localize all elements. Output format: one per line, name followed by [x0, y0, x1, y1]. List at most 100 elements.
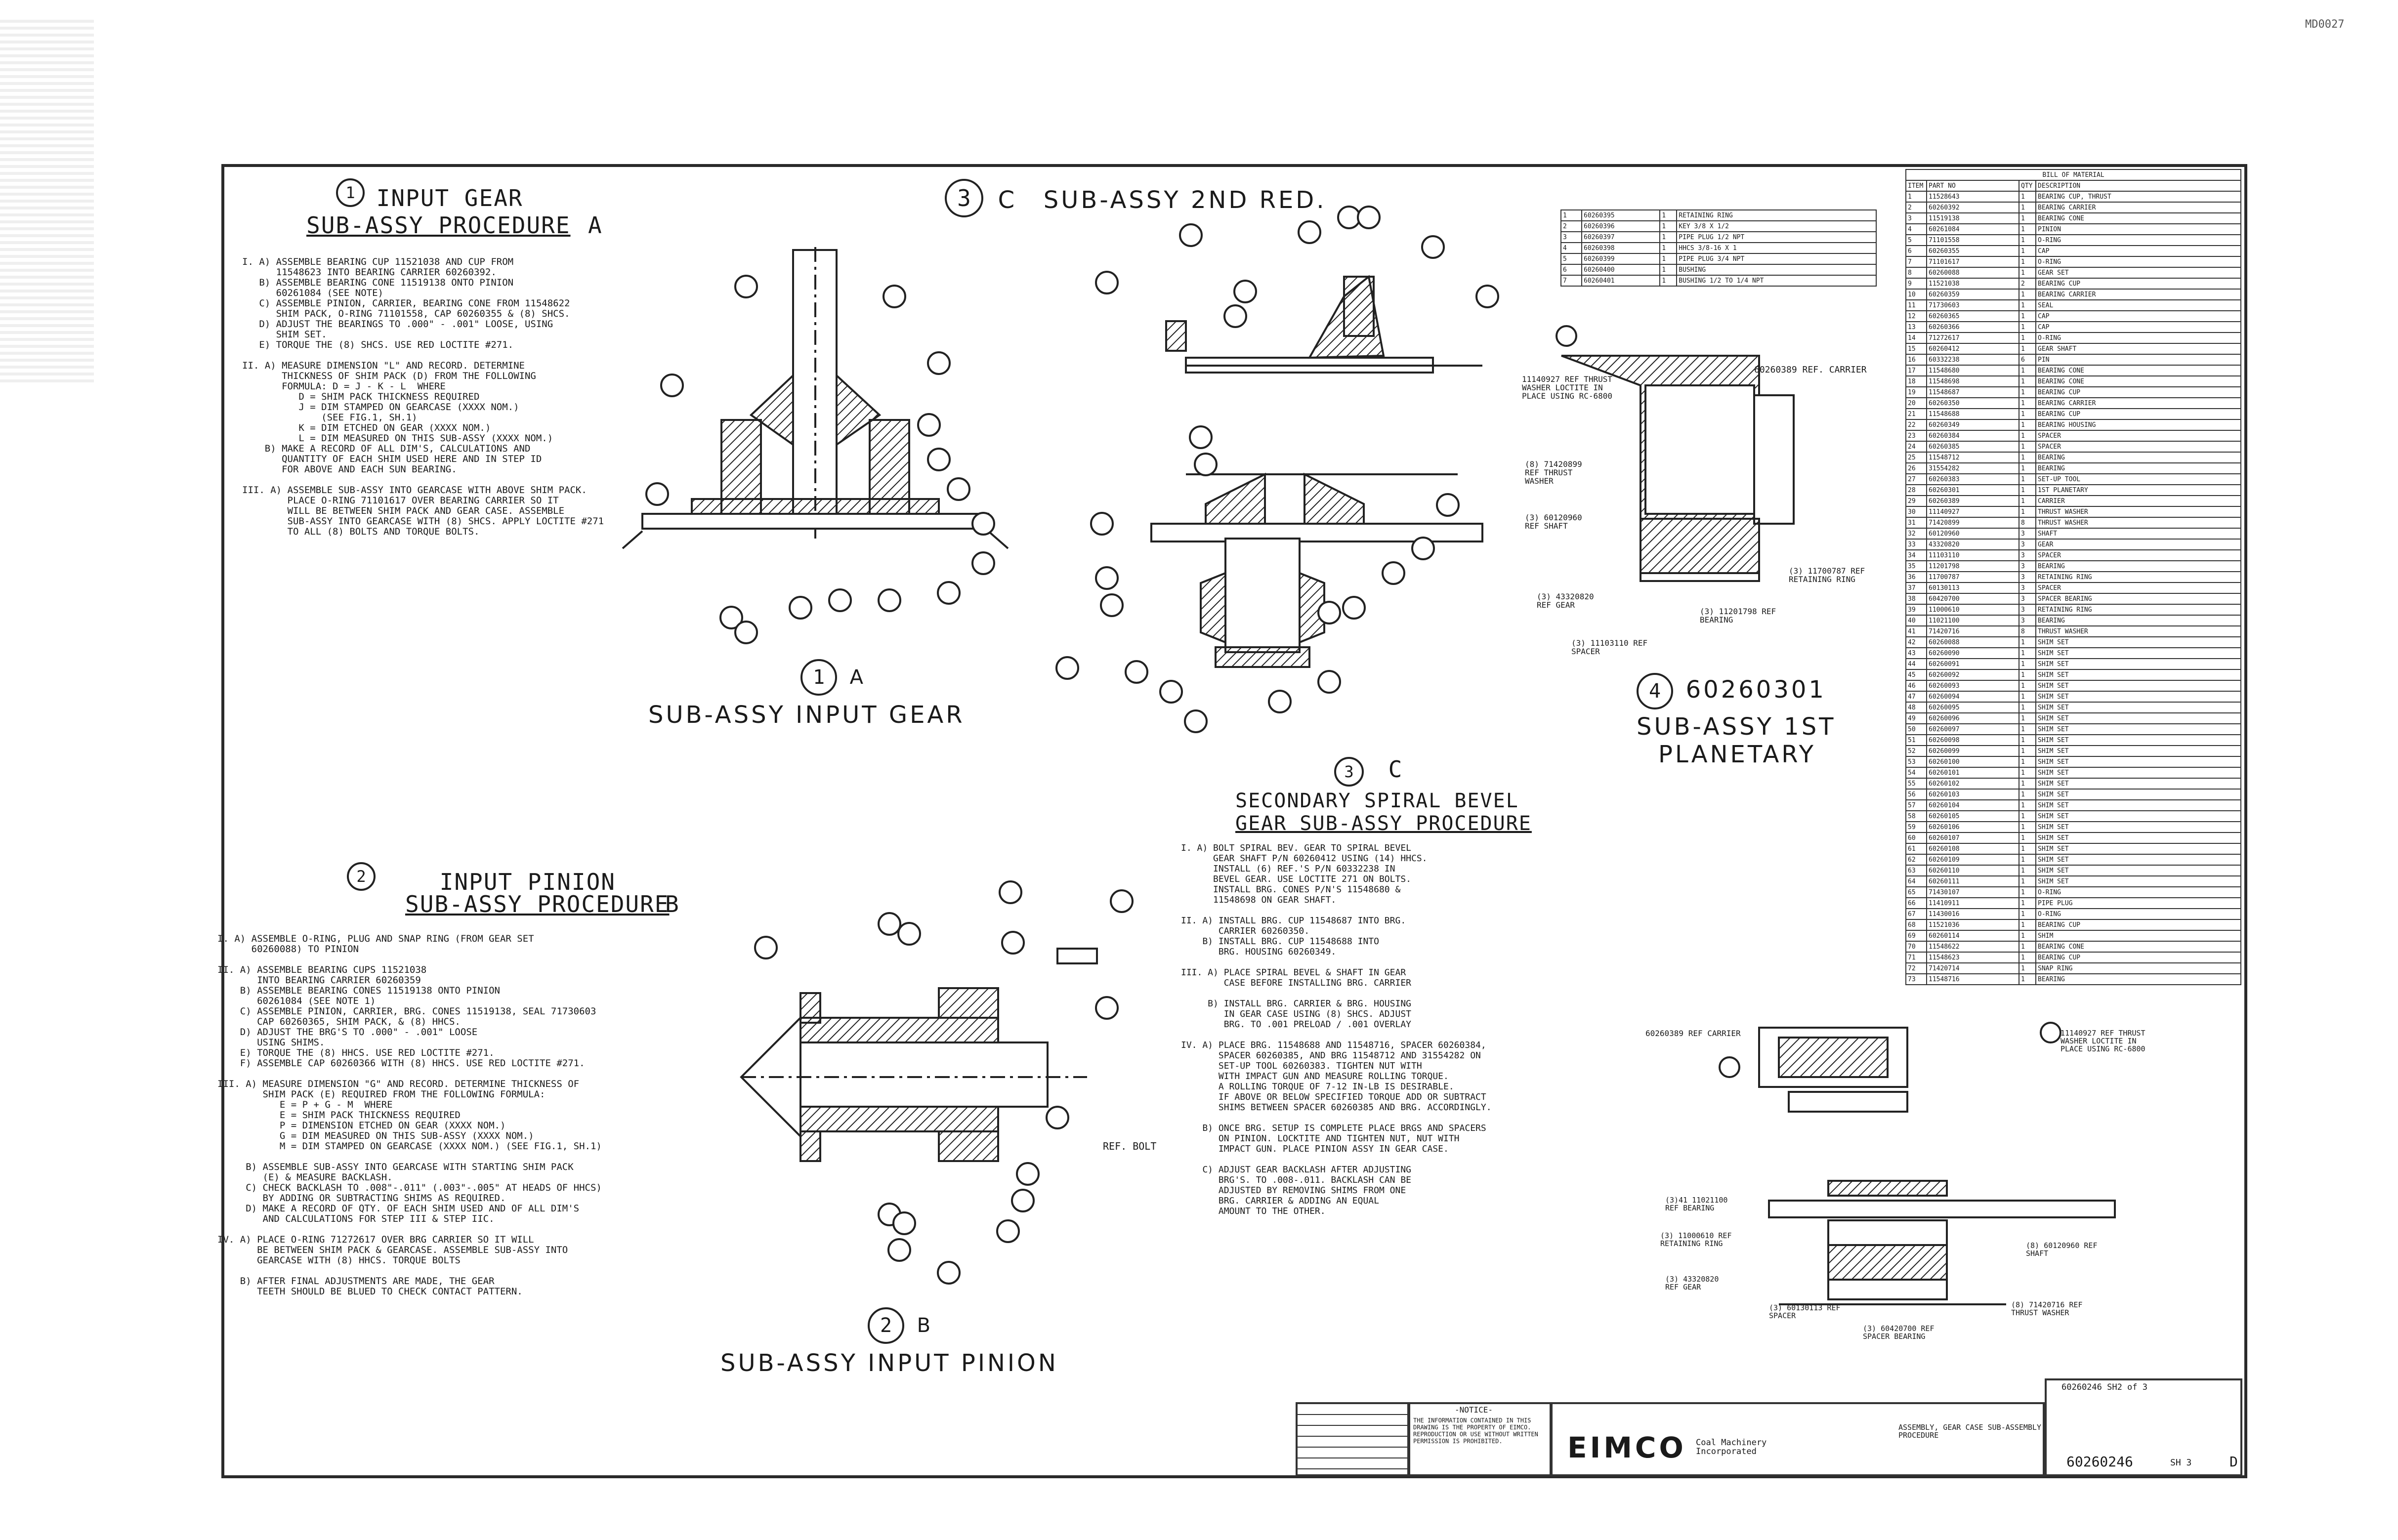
section3-number: 3 [1334, 757, 1364, 787]
bom-cell: SPACER [2035, 582, 2241, 594]
top_callout_table-cell: BUSHING 1/2 TO 1/4 NPT [1676, 275, 1877, 287]
section3-step-line: B) INSTALL BRG. CUP 11548688 INTO [1181, 936, 1379, 947]
bom-cell: 28 [1905, 484, 1927, 496]
section2-step-line: 60261084 (SEE NOTE 1) [217, 996, 376, 1006]
top_callout_table-cell: 60260398 [1581, 242, 1661, 254]
bom-cell: 23 [1905, 430, 1927, 442]
bom-cell: 22 [1905, 419, 1927, 431]
section2-step-line: CAP 60260365, SHIM PACK, & (8) HHCS. [217, 1016, 461, 1027]
bom-cell: SPACER [2035, 549, 2241, 561]
top_callout_table-cell: PIPE PLUG 3/4 NPT [1676, 253, 1877, 265]
bom-cell: 1 [2019, 212, 2036, 224]
section2-step-line: SHIM PACK (E) REQUIRED FROM THE FOLLOWIN… [217, 1089, 546, 1100]
company-name: EIMCO [1567, 1431, 1686, 1464]
bom-cell: 1 [2019, 441, 2036, 453]
bom-cell: 1 [2019, 223, 2036, 235]
bom-cell: 71 [1905, 952, 1927, 963]
bom-cell: SHIM SET [2035, 810, 2241, 822]
bom-title: BILL OF MATERIAL [1905, 169, 2241, 181]
bom-cell: 11548716 [1926, 973, 2019, 985]
bom-cell: SHIM SET [2035, 712, 2241, 724]
bom-cell: 20 [1905, 397, 1927, 409]
bom-cell: 39 [1905, 604, 1927, 616]
bom-cell: 1 [2019, 636, 2036, 648]
bom-cell: 11548698 [1926, 375, 2019, 387]
bom-cell: 1 [2019, 484, 2036, 496]
bom-cell: 1 [2019, 941, 2036, 953]
lower-label-gear: (3) 43320820 REF GEAR [1665, 1275, 1719, 1291]
bom-cell: 58 [1905, 810, 1927, 822]
section2-step-line: B) AFTER FINAL ADJUSTMENTS ARE MADE, THE… [217, 1276, 495, 1287]
bom-cell: 11 [1905, 299, 1927, 311]
bom-cell: 59 [1905, 821, 1927, 833]
section1-step-line: D) ADJUST THE BEARINGS TO .000" - .001" … [242, 319, 553, 330]
bom-cell: BEARING [2035, 462, 2241, 474]
bom-cell: 1 [2019, 702, 2036, 713]
bom-cell: 1ST PLANETARY [2035, 484, 2241, 496]
bom-cell: 11548680 [1926, 365, 2019, 376]
bom-cell: 27 [1905, 473, 1927, 485]
section2-step-line [217, 1224, 602, 1235]
drawing-number-block: 60260246 SH2 of 3 60260246 SH 3 D [2045, 1378, 2242, 1476]
section2-step-line [217, 1152, 602, 1162]
view2-ref-label: REF. BOLT [1103, 1140, 1157, 1152]
bom-cell: 60260101 [1926, 767, 2019, 779]
section1-steps: I. A) ASSEMBLE BEARING CUP 11521038 AND … [242, 257, 604, 537]
bom-cell: 1 [2019, 973, 2036, 985]
bom-cell: CAP [2035, 321, 2241, 333]
bom-cell: 33 [1905, 539, 1927, 550]
sheet-size: D [2230, 1454, 2238, 1470]
bom-cell: 35 [1905, 560, 1927, 572]
bom-cell: 57 [1905, 799, 1927, 811]
lower-label-thrust-washer-8: (8) 71420716 REF THRUST WASHER [2011, 1300, 2083, 1317]
bom-cell: 8 [2019, 625, 2036, 637]
section2-step-line: E = SHIM PACK THICKNESS REQUIRED [217, 1110, 461, 1121]
view4-label: 4 60260301 [1637, 673, 1824, 709]
section2-step-line: M = DIM STAMPED ON GEARCASE (XXXX NOM.) … [217, 1141, 602, 1152]
bom-cell: SHAFT [2035, 528, 2241, 540]
bom-cell: 60260349 [1926, 419, 2019, 431]
section3-step-line [1181, 988, 1492, 999]
bom-cell: SHIM SET [2035, 854, 2241, 866]
bom-cell: SHIM SET [2035, 691, 2241, 703]
bom-cell: BEARING HOUSING [2035, 419, 2241, 431]
bom-cell: 24 [1905, 441, 1927, 453]
bom-cell: BEARING CARRIER [2035, 202, 2241, 213]
bom-cell: 3 [2019, 615, 2036, 626]
bom-cell: 1 [2019, 799, 2036, 811]
bom-cell: 60260108 [1926, 843, 2019, 855]
planetary-label-shaft: (3) 60120960 REF SHAFT [1525, 513, 1582, 531]
section3-step-line [1181, 1113, 1492, 1123]
bom-cell: 60260103 [1926, 789, 2019, 800]
section3-steps: I. A) BOLT SPIRAL BEV. GEAR TO SPIRAL BE… [1181, 843, 1492, 1216]
bom-cell: 1 [2019, 462, 2036, 474]
bom-cell: 31 [1905, 517, 1927, 529]
section3-step-line: INSTALL BRG. CONES P/N'S 11548680 & [1181, 884, 1401, 895]
bom-cell: 60260301 [1926, 484, 2019, 496]
section3-step-line: SET-UP TOOL 60260383. TIGHTEN NUT WITH [1181, 1061, 1422, 1071]
bom-cell: 11410911 [1926, 897, 2019, 909]
drawing-title: ASSEMBLY, GEAR CASE SUB-ASSEMBLY PROCEDU… [1898, 1423, 2041, 1440]
bom-cell: 1 [2019, 854, 2036, 866]
